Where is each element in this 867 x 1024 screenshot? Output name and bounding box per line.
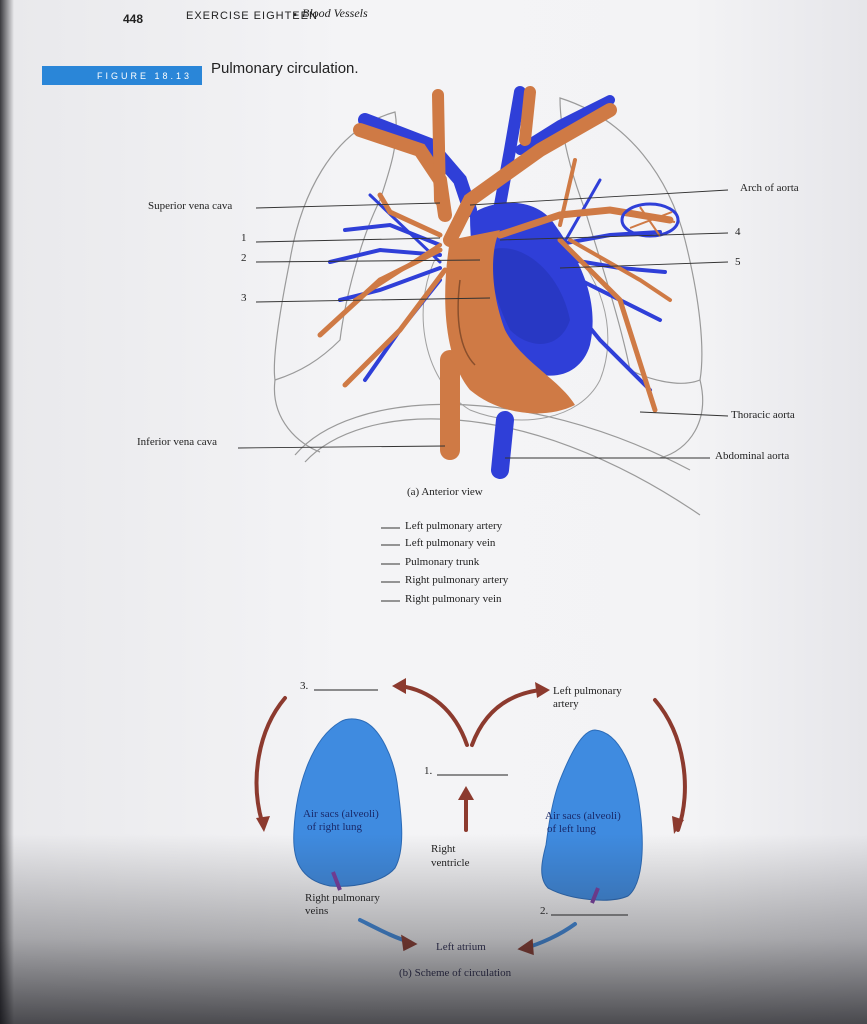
scheme-label-right-pulmonary-veins-line2: veins [305, 905, 329, 917]
figure-title: Pulmonary circulation. [211, 60, 359, 77]
scheme-label-left-pulmonary-artery-line2: artery [553, 698, 579, 710]
key-left-pulmonary-artery: Left pulmonary artery [405, 520, 503, 532]
label-arch-of-aorta: Arch of aorta [740, 182, 799, 194]
scheme-label-2: 2. [540, 905, 549, 917]
caption-scheme-of-circulation: (b) Scheme of circulation [399, 967, 512, 979]
label-1: 1 [241, 232, 247, 244]
label-abdominal-aorta: Abdominal aorta [715, 450, 790, 462]
label-2: 2 [241, 252, 247, 264]
key-right-pulmonary-artery: Right pulmonary artery [405, 574, 509, 586]
label-inferior-vena-cava: Inferior vena cava [137, 436, 218, 448]
scheme-label-1: 1. [424, 765, 433, 777]
label-5: 5 [735, 256, 741, 268]
scheme-label-right-pulmonary-veins-line1: Right pulmonary [305, 892, 380, 904]
exercise-label: EXERCISE EIGHTEEN [186, 10, 318, 22]
scheme-label-left-atrium: Left atrium [436, 941, 486, 953]
label-4: 4 [735, 226, 741, 238]
scheme-label-right-lung-line1: Air sacs (alveoli) [303, 808, 379, 820]
key-right-pulmonary-vein: Right pulmonary vein [405, 593, 502, 605]
page-number: 448 [123, 12, 144, 26]
label-thoracic-aorta: Thoracic aorta [731, 409, 795, 421]
scheme-label-left-lung-line1: Air sacs (alveoli) [545, 810, 621, 822]
label-superior-vena-cava: Superior vena cava [148, 200, 233, 212]
header-title: Blood Vessels [302, 6, 368, 20]
scheme-label-3: 3. [300, 680, 309, 692]
label-3: 3 [241, 292, 247, 304]
scheme-label-right-ventricle-line1: Right [431, 843, 456, 855]
figure-number-bar: FIGURE 18.13 [42, 66, 202, 85]
key-pulmonary-trunk: Pulmonary trunk [405, 556, 480, 568]
scheme-label-right-lung-line2: of right lung [307, 821, 362, 833]
scheme-label-right-ventricle-line2: ventricle [431, 857, 470, 869]
figure-number: FIGURE 18.13 [96, 70, 192, 81]
caption-anterior-view: (a) Anterior view [407, 486, 483, 498]
header-separator: ▪ [293, 9, 298, 21]
key-left-pulmonary-vein: Left pulmonary vein [405, 537, 496, 549]
scheme-label-left-pulmonary-artery-line1: Left pulmonary [553, 685, 622, 697]
scheme-label-left-lung-line2: of left lung [547, 823, 596, 835]
